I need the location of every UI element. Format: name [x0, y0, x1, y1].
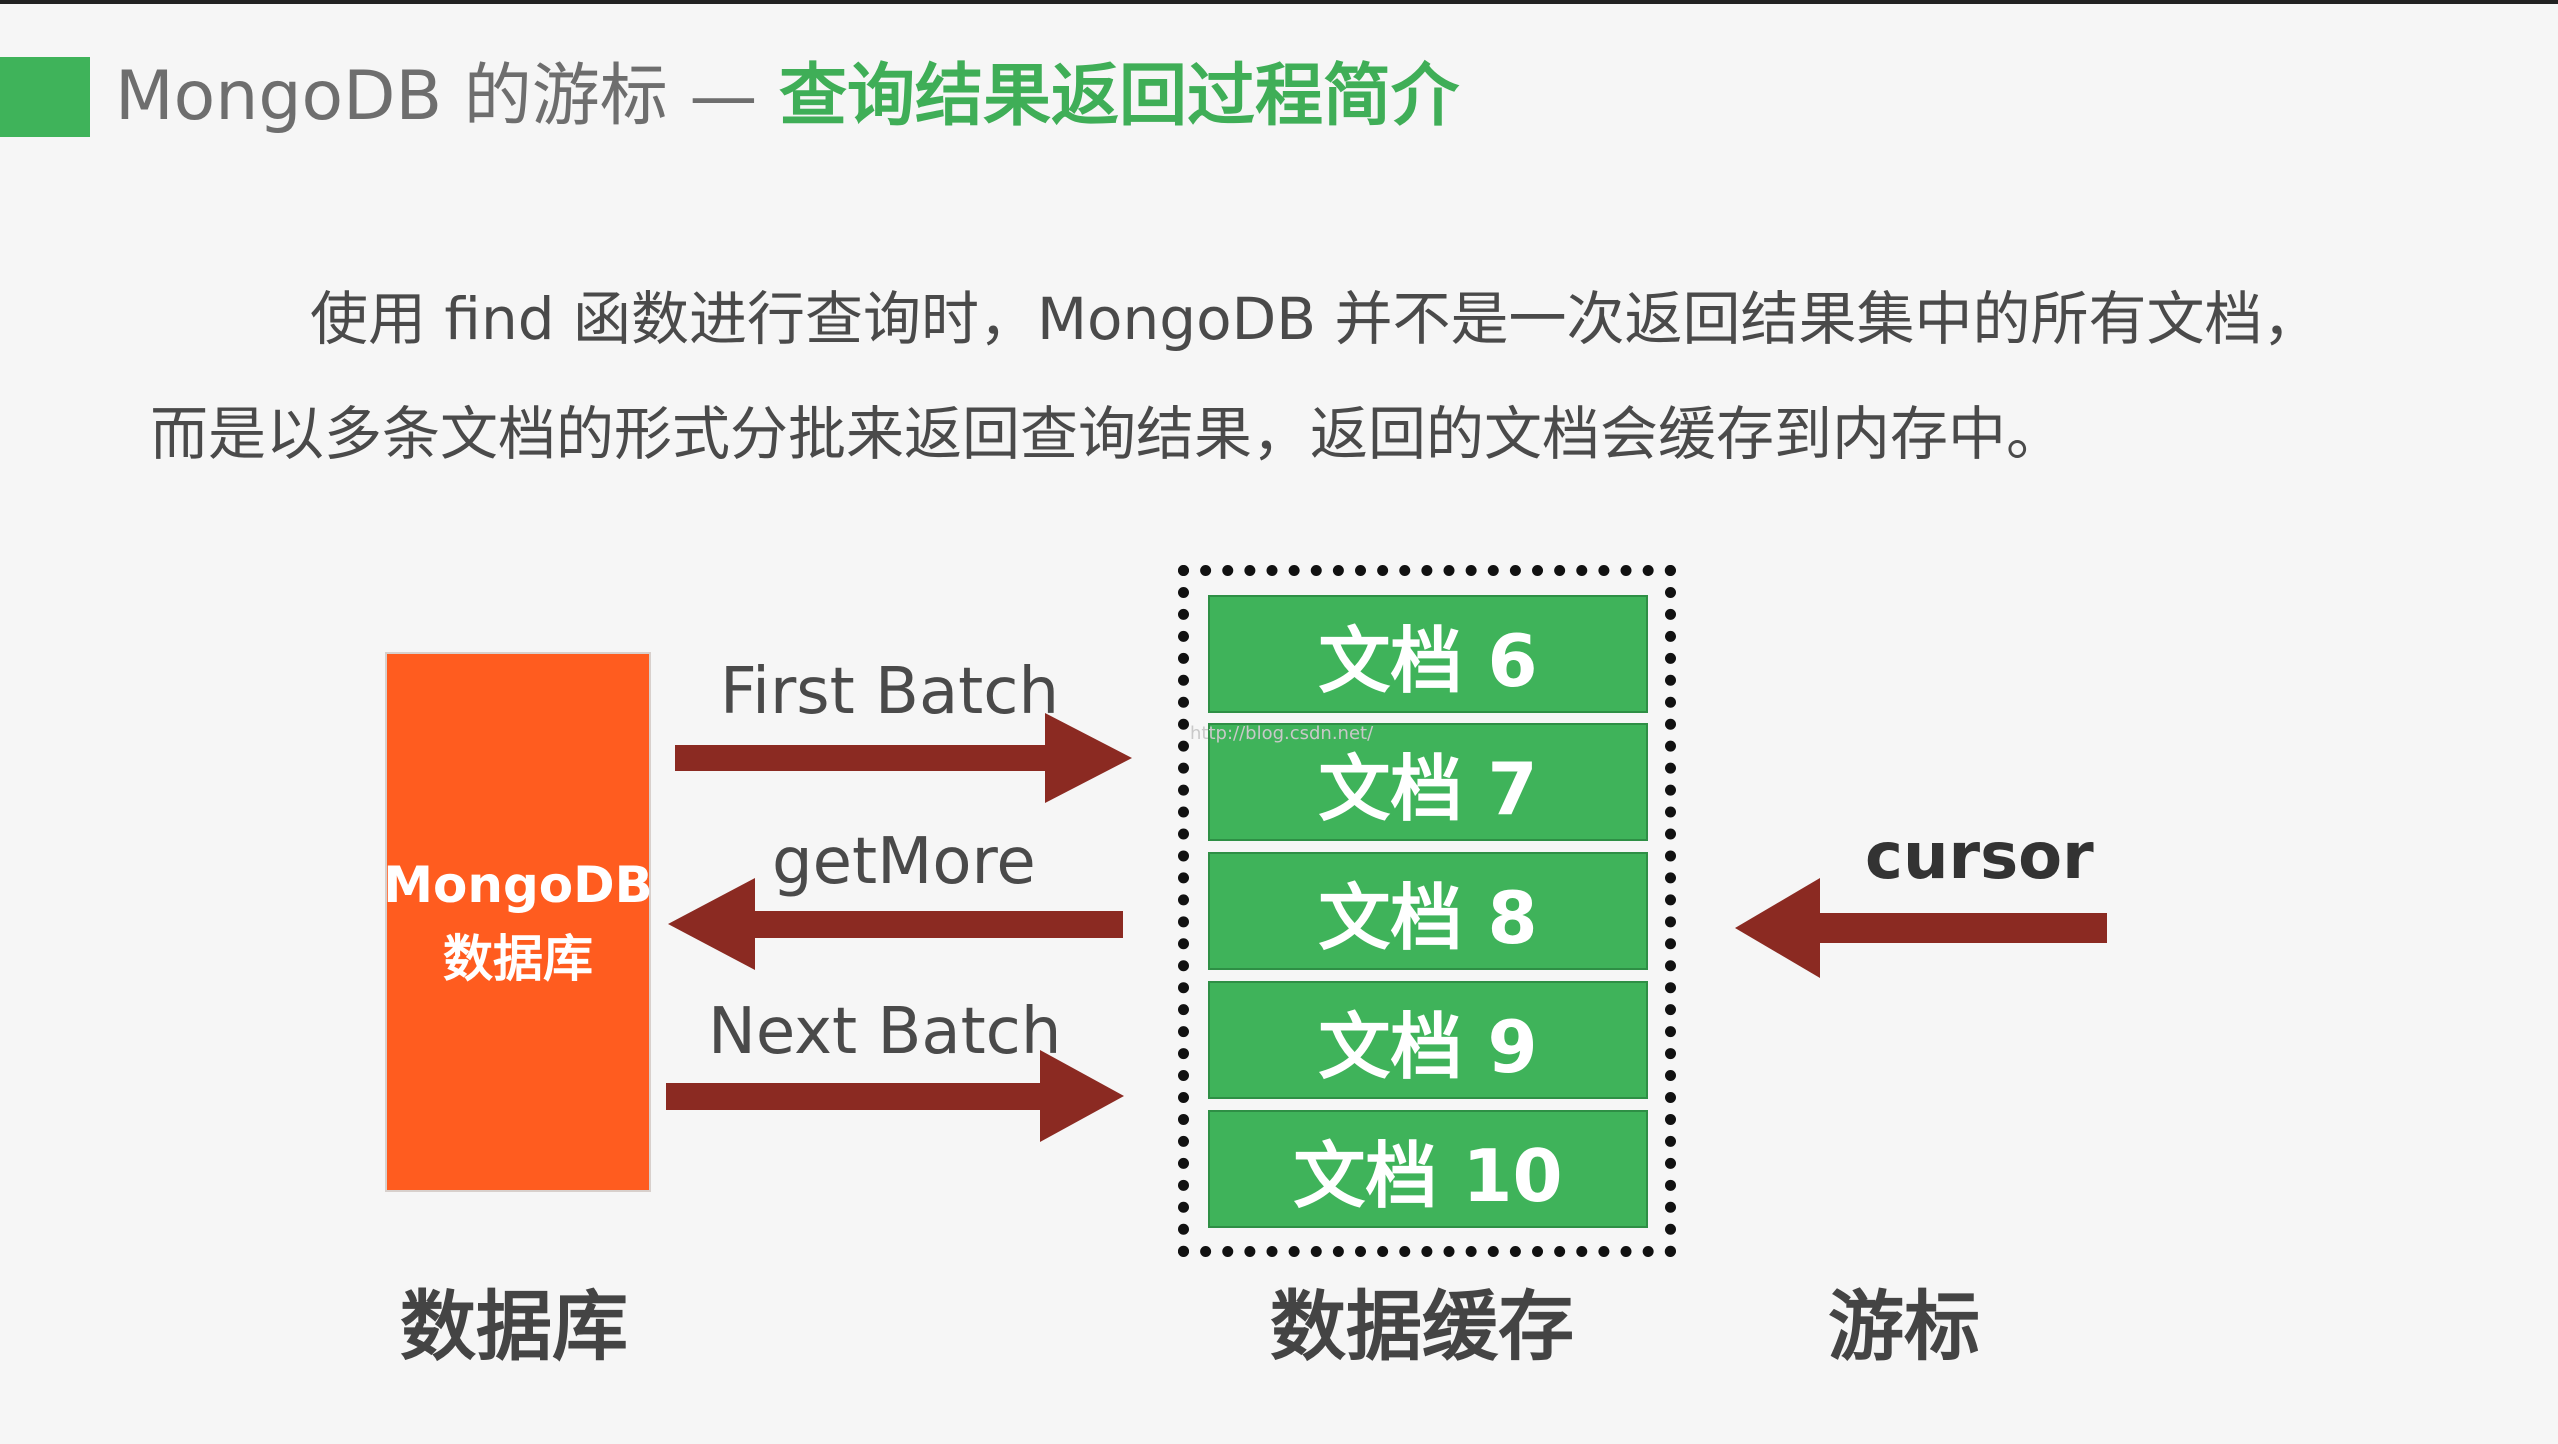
get-more-label: getMore: [772, 825, 1036, 899]
data-cache-frame: [1178, 565, 1676, 1257]
title-prefix: MongoDB 的游标 —: [115, 57, 779, 136]
watermark: http://blog.csdn.net/: [1190, 723, 1374, 744]
title-highlight: 查询结果返回过程简介: [779, 57, 1460, 136]
document-8: 文档 8: [1208, 852, 1648, 970]
mongodb-database-box: MongoDB 数据库: [383, 652, 653, 1192]
intro-paragraph: 使用 find 函数进行查询时，MongoDB 并不是一次返回结果集中的所有文档…: [150, 285, 2321, 468]
document-9: 文档 9: [1208, 981, 1648, 1099]
caption-data-cache: 数据缓存: [1270, 1282, 1574, 1371]
document-7: 文档 7: [1208, 723, 1648, 841]
document-10: 文档 10: [1208, 1110, 1648, 1228]
db-box-line1: MongoDB: [383, 856, 653, 914]
top-border: [0, 0, 2558, 4]
db-box-line2: 数据库: [443, 930, 593, 988]
cursor-label: cursor: [1865, 820, 2094, 894]
next-batch-arrow: [666, 1050, 1124, 1142]
cursor-arrow: [1735, 878, 2107, 978]
first-batch-label: First Batch: [720, 655, 1059, 729]
document-6: 文档 6: [1208, 595, 1648, 713]
first-batch-arrow: [675, 713, 1132, 803]
get-more-arrow: [668, 878, 1123, 970]
title-accent-bar: [0, 57, 90, 137]
caption-database: 数据库: [400, 1282, 628, 1371]
page-title: MongoDB 的游标 — 查询结果返回过程简介: [115, 52, 1459, 142]
next-batch-label: Next Batch: [708, 995, 1062, 1069]
caption-cursor: 游标: [1828, 1282, 1980, 1371]
